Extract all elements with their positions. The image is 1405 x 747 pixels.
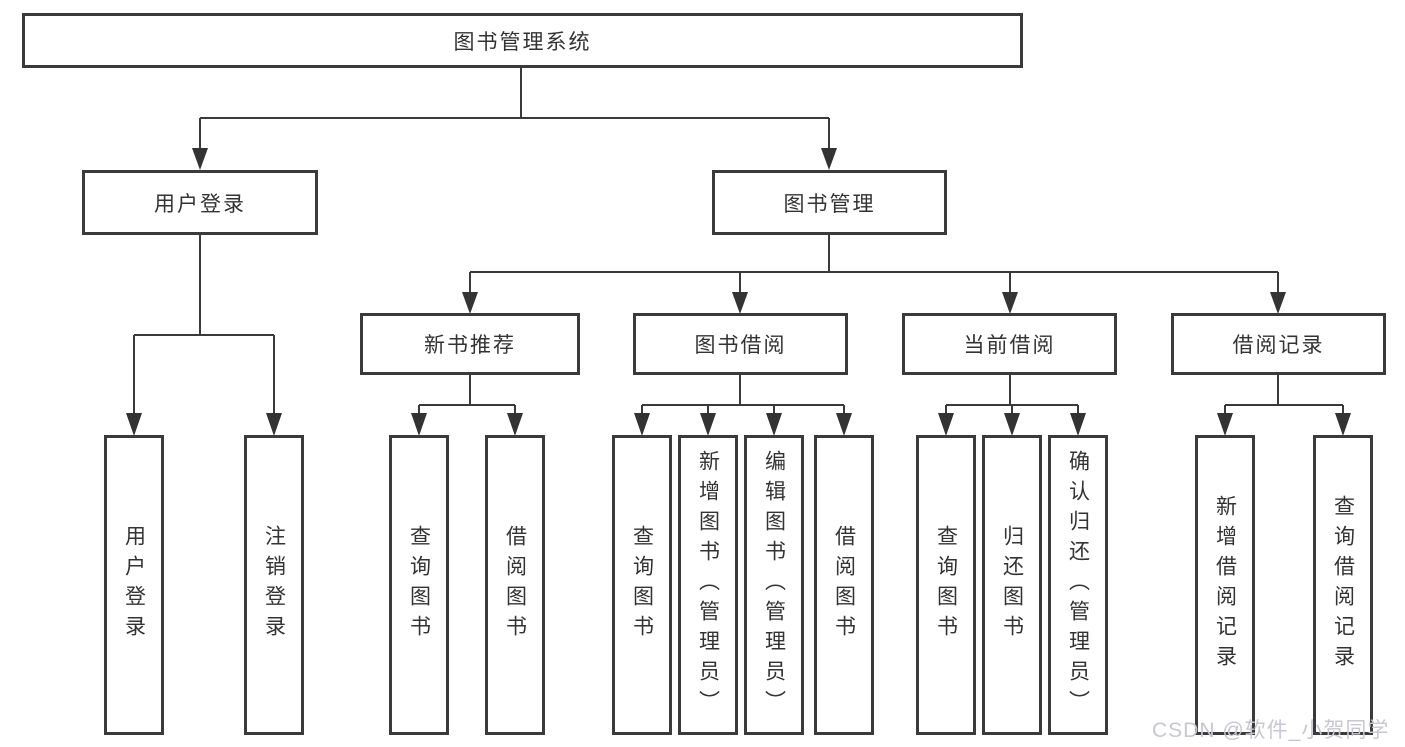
leaf-search-borrow-record-label: 查询借阅记录 (1331, 495, 1355, 675)
leaf-search-books-current: 查询图书 (916, 435, 976, 735)
leaf-logout: 注销登录 (244, 435, 304, 735)
leaf-borrow-books: 借阅图书 (814, 435, 874, 735)
leaf-return-books: 归还图书 (982, 435, 1042, 735)
node-root: 图书管理系统 (22, 13, 1023, 68)
leaf-edit-book-admin: 编辑图书（管理员） (744, 435, 804, 735)
leaf-add-borrow-record-label: 新增借阅记录 (1213, 495, 1237, 675)
leaf-borrow-books-recommend-label: 借阅图书 (503, 525, 527, 645)
connector-borrow-records-fanout (1217, 375, 1351, 436)
leaf-add-book-admin-label: 新增图书（管理员） (696, 450, 720, 720)
leaf-user-login: 用户登录 (104, 435, 164, 735)
node-book-management: 图书管理 (712, 170, 947, 235)
leaf-borrow-books-label: 借阅图书 (832, 525, 856, 645)
leaf-search-books-recommend: 查询图书 (389, 435, 449, 735)
connector-new-book-fanout (411, 375, 523, 436)
leaf-add-book-admin: 新增图书（管理员） (678, 435, 738, 735)
leaf-search-books-current-label: 查询图书 (934, 525, 958, 645)
leaf-user-login-label: 用户登录 (122, 525, 146, 645)
connector-book-borrow-fanout (634, 375, 852, 436)
connector-current-borrow-fanout (938, 375, 1086, 436)
leaf-return-books-label: 归还图书 (1000, 525, 1024, 645)
leaf-search-books-borrow-label: 查询图书 (630, 525, 654, 645)
node-new-book-recommendation: 新书推荐 (360, 313, 580, 375)
connector-root-to-level2 (192, 68, 837, 170)
node-book-borrowing: 图书借阅 (633, 313, 848, 375)
leaf-search-borrow-record: 查询借阅记录 (1313, 435, 1373, 735)
leaf-search-books-recommend-label: 查询图书 (407, 525, 431, 645)
connector-book-management-fanout (462, 235, 1286, 314)
leaf-edit-book-admin-label: 编辑图书（管理员） (762, 450, 786, 720)
leaf-add-borrow-record: 新增借阅记录 (1195, 435, 1255, 735)
leaf-logout-label: 注销登录 (262, 525, 286, 645)
connector-user-login-fanout (126, 235, 282, 436)
leaf-borrow-books-recommend: 借阅图书 (485, 435, 545, 735)
leaf-confirm-return-admin: 确认归还（管理员） (1048, 435, 1108, 735)
node-user-login: 用户登录 (82, 170, 318, 235)
watermark: CSDN @软件_小贺同学 (1152, 719, 1390, 742)
leaf-confirm-return-admin-label: 确认归还（管理员） (1066, 450, 1090, 720)
node-current-borrowing: 当前借阅 (902, 313, 1117, 375)
leaf-search-books-borrow: 查询图书 (612, 435, 672, 735)
node-borrowing-records: 借阅记录 (1171, 313, 1386, 375)
